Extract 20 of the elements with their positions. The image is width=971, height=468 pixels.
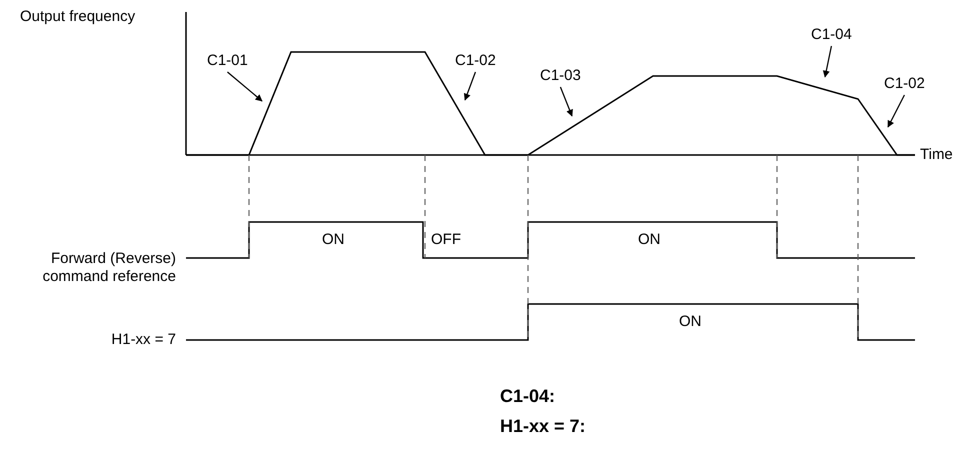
axis-label: Output frequency (20, 8, 136, 26)
callout-label: C1-03 (540, 67, 581, 85)
note-label: H1-xx = 7: (500, 415, 586, 437)
signal-name: H1-xx = 7 (110, 331, 176, 349)
leader-arrow (822, 46, 832, 78)
leader-arrow (464, 72, 476, 101)
callout-label: C1-02 (884, 75, 925, 93)
axis-label: Time (920, 146, 953, 164)
callout-label: C1-02 (455, 52, 496, 70)
signal-state-label: ON (638, 231, 660, 249)
signal-state-label: ON (679, 313, 702, 331)
callout-label: C1-04 (811, 26, 852, 44)
signal-name: Forward (Reverse) command reference (42, 250, 176, 286)
leader-arrow (887, 94, 905, 128)
signal-state-label: OFF (431, 231, 461, 249)
note-label: C1-04: (500, 385, 556, 407)
leader-arrow (560, 86, 573, 117)
leader-arrow (227, 72, 263, 102)
signal-state-label: ON (322, 231, 344, 249)
callout-label: C1-01 (207, 52, 248, 70)
